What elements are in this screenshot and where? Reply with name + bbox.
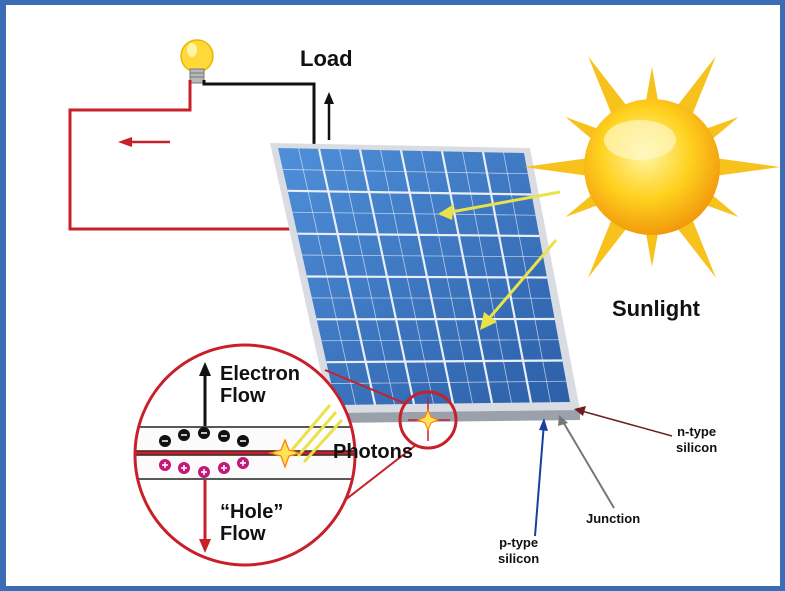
- n-type-pointer: [577, 409, 673, 437]
- sun-ray: [588, 56, 631, 121]
- sun-ray: [524, 157, 593, 177]
- p-type-label: p-type silicon: [498, 535, 540, 566]
- sunlight-rays: [438, 190, 561, 330]
- sunlight-label: Sunlight: [612, 296, 700, 321]
- p-type-pointer: [534, 422, 545, 537]
- junction-label: Junction: [586, 511, 641, 526]
- black-wire: [202, 80, 316, 148]
- electron-flow-label: Electron Flow: [220, 363, 301, 407]
- sun-ray: [644, 226, 660, 267]
- zoom-source-circle: [398, 390, 458, 450]
- red-wire: [68, 80, 312, 231]
- n-type-label: n-type silicon: [676, 424, 718, 455]
- solar-panel: [270, 143, 580, 423]
- sun-ray: [673, 56, 716, 121]
- sun-ray: [711, 157, 780, 177]
- load-label: Load: [300, 46, 353, 71]
- sun-ray: [673, 213, 716, 278]
- sun-ray: [644, 67, 660, 108]
- photons-label: Photons: [333, 441, 413, 463]
- sun-ray: [588, 213, 631, 278]
- sun-icon: [524, 56, 780, 278]
- light-bulb-icon: [180, 39, 214, 84]
- junction-pointer: [561, 419, 615, 509]
- magnifier-circle: [133, 343, 357, 567]
- hole-flow-label: “Hole” Flow: [220, 501, 284, 545]
